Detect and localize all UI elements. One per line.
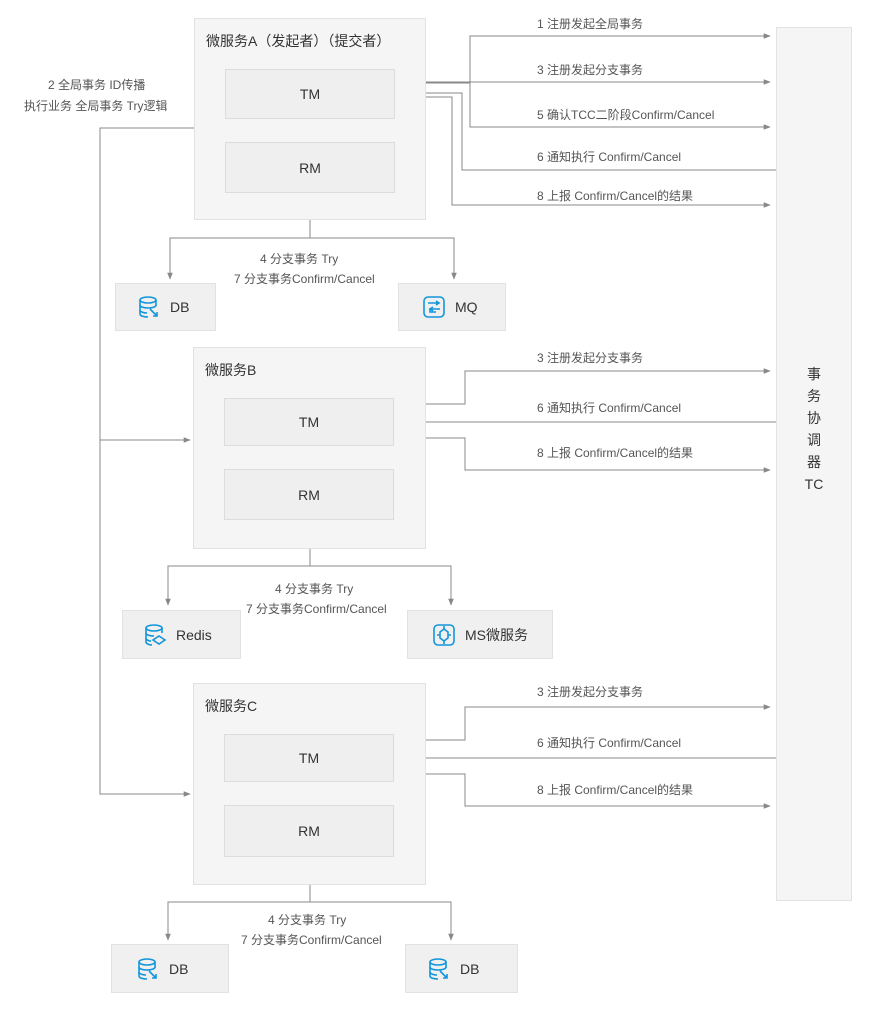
- c-label-step3: 3 注册发起分支事务: [537, 685, 644, 699]
- a-label-step3: 3 注册发起分支事务: [537, 63, 644, 77]
- arrow-propagate: [99, 127, 194, 443]
- arrow-b-register: [393, 368, 771, 405]
- a-branch-confirm: 7 分支事务Confirm/Cancel: [234, 272, 375, 286]
- database-icon: [427, 957, 451, 981]
- service-b-panel: 微服务B TM RM: [193, 347, 426, 549]
- resource-c-db2: DB: [405, 944, 518, 993]
- resource-c-db2-label: DB: [460, 960, 480, 977]
- arrow-b-report: [393, 437, 771, 473]
- resource-a-db: DB: [115, 283, 216, 331]
- b-branch-try: 4 分支事务 Try: [275, 582, 354, 596]
- service-c-title: 微服务C: [205, 698, 258, 714]
- arrow-c-report: [393, 773, 771, 809]
- b-label-step6: 6 通知执行 Confirm/Cancel: [537, 401, 682, 415]
- service-c-panel: 微服务C TM RM: [193, 683, 426, 885]
- c-branch-confirm: 7 分支事务Confirm/Cancel: [241, 933, 382, 947]
- arrow-c-db2: [310, 901, 454, 941]
- mq-icon: [422, 295, 446, 319]
- resource-a-db-label: DB: [170, 299, 190, 315]
- arrow-b-ms: [310, 565, 454, 606]
- service-c-rm: RM: [224, 805, 394, 857]
- arrow-propagate-c: [99, 440, 191, 797]
- service-a-rm: RM: [225, 142, 395, 193]
- b-label-step3: 3 注册发起分支事务: [537, 351, 644, 365]
- service-a-title: 微服务A（发起者）（提交者）: [206, 33, 391, 49]
- b-label-step8: 8 上报 Confirm/Cancel的结果: [537, 446, 694, 460]
- redis-icon: [143, 623, 167, 647]
- service-b-rm: RM: [224, 469, 394, 520]
- arrow-c-register: [393, 704, 771, 741]
- arrow-a-confirm: [469, 83, 771, 130]
- a-label-step1: 1 注册发起全局事务: [537, 17, 644, 31]
- service-a-tm: TM: [225, 69, 395, 119]
- resource-b-redis-label: Redis: [176, 626, 212, 643]
- arrow-a-register-global: [394, 33, 771, 84]
- arrow-a-mq: [310, 237, 457, 280]
- service-c-tm: TM: [224, 734, 394, 782]
- resource-a-mq: MQ: [398, 283, 506, 331]
- b-branch-confirm: 7 分支事务Confirm/Cancel: [246, 602, 387, 616]
- transaction-coordinator: 事 务 协 调 器 TC: [776, 27, 852, 901]
- a-label-step8: 8 上报 Confirm/Cancel的结果: [537, 189, 694, 203]
- resource-b-ms: MS微服务: [407, 610, 553, 659]
- propagation-label-2: 执行业务 全局事务 Try逻辑: [24, 99, 168, 113]
- resource-a-mq-label: MQ: [455, 299, 478, 315]
- service-b-title: 微服务B: [205, 362, 257, 378]
- a-branch-try: 4 分支事务 Try: [260, 252, 339, 266]
- a-label-step5: 5 确认TCC二阶段Confirm/Cancel: [537, 108, 715, 122]
- database-icon: [137, 295, 161, 319]
- service-a-panel: 微服务A（发起者）（提交者） TM RM: [194, 18, 426, 220]
- arrow-a-notify: [395, 90, 776, 171]
- resource-b-redis: Redis: [122, 610, 241, 659]
- resource-c-db1: DB: [111, 944, 229, 993]
- service-b-tm: TM: [224, 398, 394, 446]
- resource-c-db1-label: DB: [169, 960, 189, 977]
- propagation-label-1: 2 全局事务 ID传播: [48, 78, 146, 92]
- c-label-step6: 6 通知执行 Confirm/Cancel: [537, 736, 682, 750]
- c-label-step8: 8 上报 Confirm/Cancel的结果: [537, 783, 694, 797]
- tc-label: 事 务 协 调 器 TC: [804, 366, 824, 492]
- microservice-icon: [432, 623, 456, 647]
- a-label-step6: 6 通知执行 Confirm/Cancel: [537, 150, 682, 164]
- c-branch-try: 4 分支事务 Try: [268, 913, 347, 927]
- resource-b-ms-label: MS微服务: [465, 626, 528, 643]
- database-icon: [136, 957, 160, 981]
